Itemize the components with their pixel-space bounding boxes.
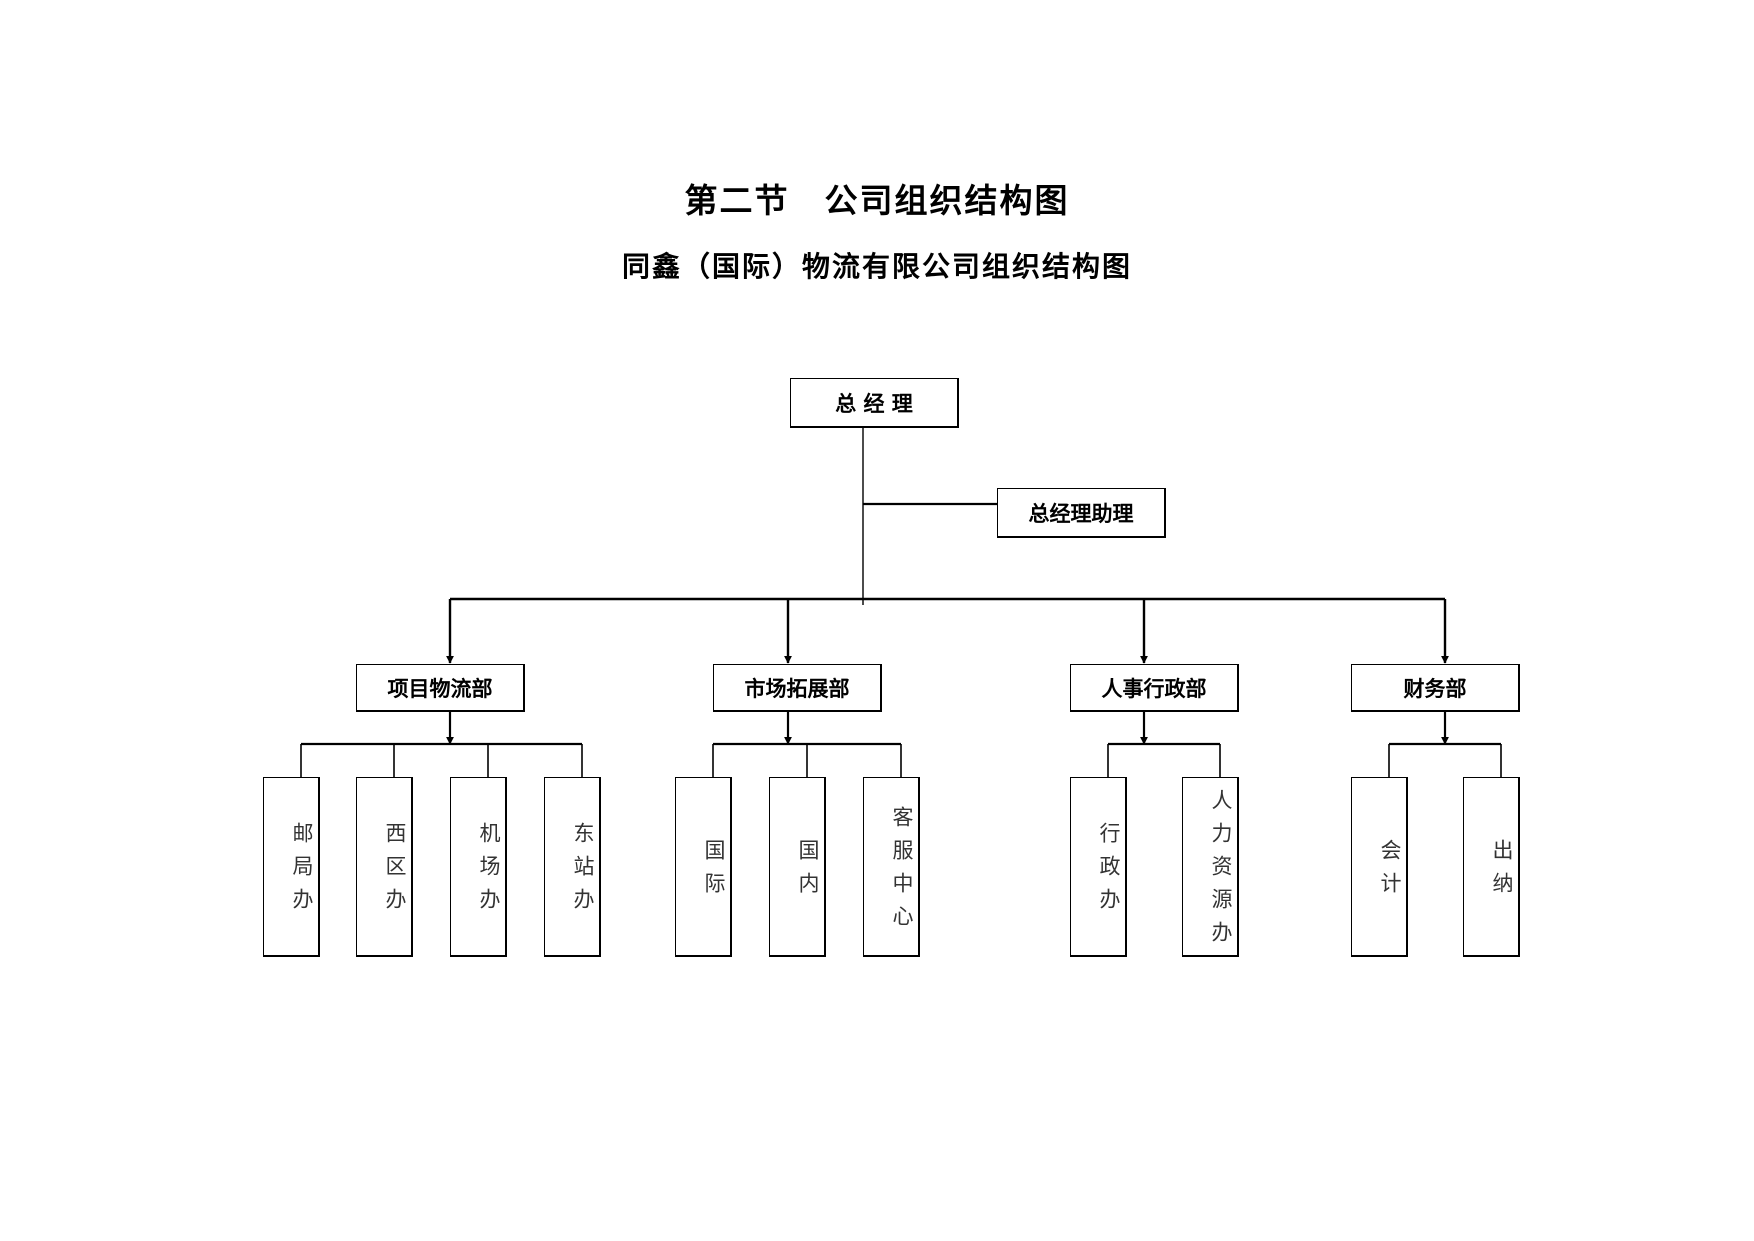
unit-label: 机场办 — [477, 822, 501, 921]
unit-box: 国际 — [675, 777, 732, 957]
unit-label: 人力资源办 — [1209, 789, 1233, 954]
unit-box: 人力资源办 — [1182, 777, 1239, 957]
general-manager-box: 总 经 理 — [790, 378, 959, 428]
unit-label: 行政办 — [1097, 822, 1121, 921]
chart-title: 同鑫（国际）物流有限公司组织结构图 — [621, 250, 1132, 283]
section-title: 第二节 公司组织结构图 — [684, 181, 1070, 220]
unit-label: 国内 — [796, 838, 820, 905]
unit-box: 邮局办 — [263, 777, 320, 957]
unit-box: 客服中心 — [863, 777, 920, 957]
unit-label: 国际 — [702, 838, 726, 905]
unit-box: 西区办 — [356, 777, 413, 957]
unit-box: 会计 — [1351, 777, 1408, 957]
assistant-box: 总经理助理 — [997, 488, 1166, 538]
unit-label: 会计 — [1378, 838, 1402, 905]
department-box: 市场拓展部 — [713, 664, 882, 712]
unit-box: 机场办 — [450, 777, 507, 957]
unit-box: 出纳 — [1463, 777, 1520, 957]
unit-label: 邮局办 — [290, 822, 314, 921]
unit-label: 客服中心 — [890, 805, 914, 938]
unit-label: 出纳 — [1490, 838, 1514, 905]
department-box: 人事行政部 — [1070, 664, 1239, 712]
department-box: 财务部 — [1351, 664, 1520, 712]
unit-box: 国内 — [769, 777, 826, 957]
unit-box: 东站办 — [544, 777, 601, 957]
unit-box: 行政办 — [1070, 777, 1127, 957]
unit-label: 东站办 — [571, 822, 595, 921]
department-box: 项目物流部 — [356, 664, 525, 712]
unit-label: 西区办 — [383, 822, 407, 921]
